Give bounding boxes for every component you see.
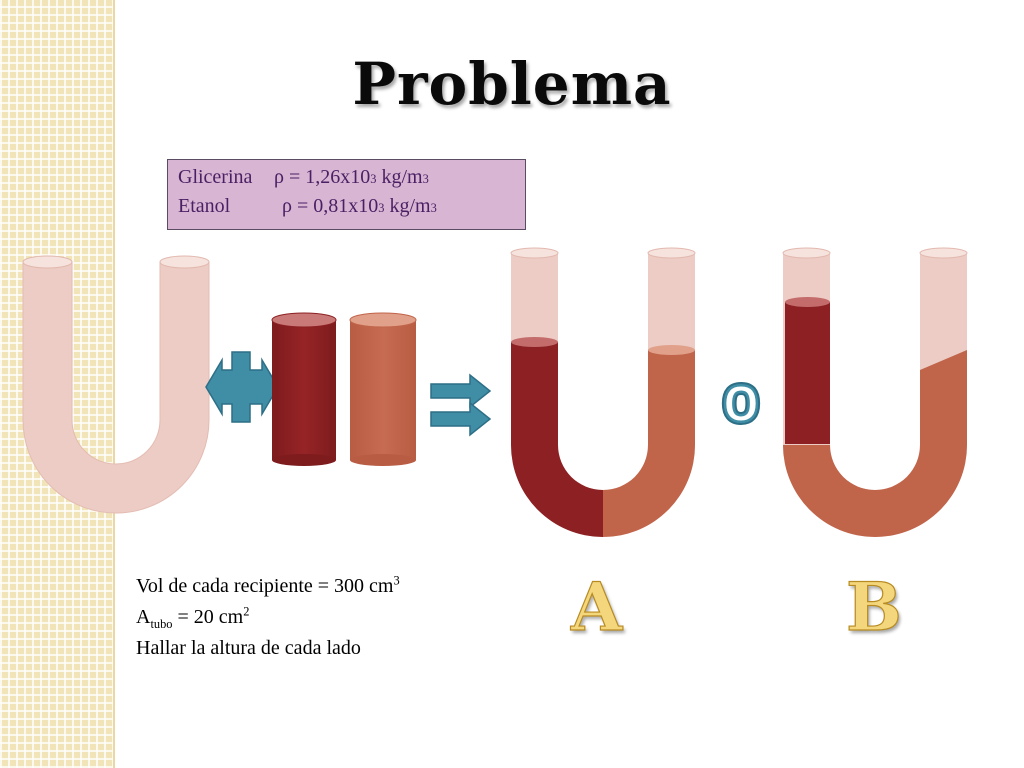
plus-arrow-icon [205,351,279,423]
page-title: Problema [352,50,672,118]
option-a-label: A [570,567,623,646]
glycerin-column-a [511,342,603,537]
density-name: Etanol [178,195,231,217]
density-symbol: ρ [274,166,284,188]
option-b-label: B [845,567,902,646]
area-exp: 2 [243,604,250,619]
density-unit: kg/m [381,166,423,188]
area-sub: tubo [150,617,173,631]
area-line: Atubo = 20 cm2 [136,602,400,633]
double-arrow-icon [430,373,492,437]
area-value: = 20 cm [172,606,244,628]
ethanol-container [349,312,417,466]
problem-info: Vol de cada recipiente = 300 cm3 Atubo =… [136,571,400,664]
task-line: Hallar la altura de cada lado [136,637,361,659]
density-value: = 1,26x10 [288,166,371,188]
empty-u-tube [22,255,210,514]
volume-exp: 3 [393,573,400,588]
or-label-inner: o [724,365,758,434]
u-tube-a [510,247,696,537]
ethanol-column-a [603,350,695,537]
ethanol-column-b [783,350,967,537]
density-name: Glicerina [178,166,253,188]
u-tube-b [782,247,968,537]
glycerin-container [271,312,337,466]
density-symbol: ρ [282,195,292,217]
or-label: o [724,365,758,434]
glycerin-column-b [785,302,830,444]
volume-text: Vol de cada recipiente = 300 cm [136,575,394,597]
density-value: = 0,81x10 [296,195,379,217]
volume-line: Vol de cada recipiente = 300 cm3 [136,571,400,602]
density-unit: kg/m [389,195,431,217]
area-label: A [136,606,151,628]
